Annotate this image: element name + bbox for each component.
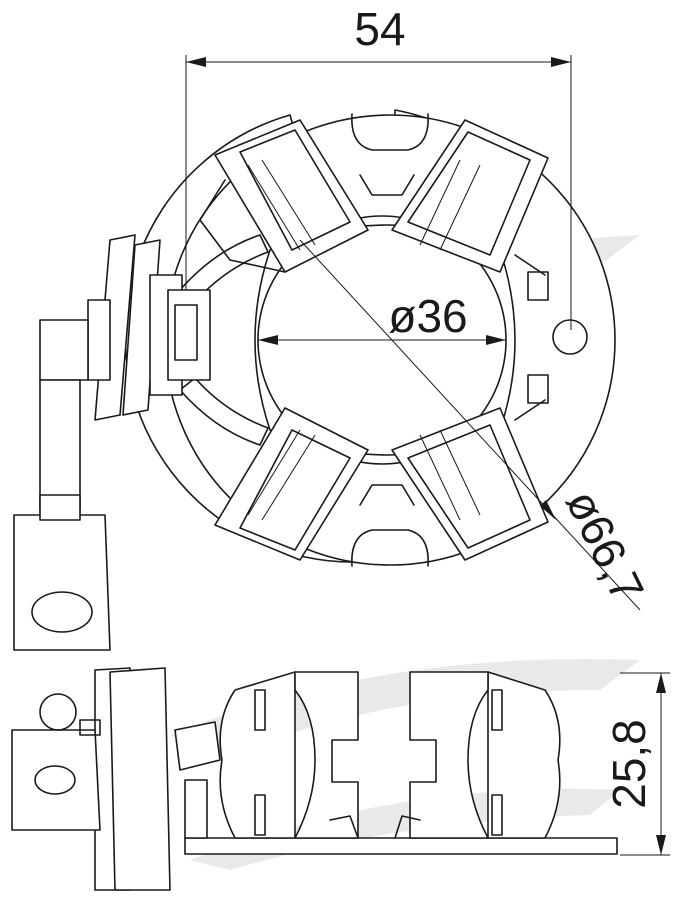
outer-diameter-label: ø66,7 [556, 482, 654, 611]
brush-box-top-right [391, 119, 549, 273]
center-right-clip [409, 671, 489, 839]
center-left-clip [294, 671, 359, 839]
housing-right [487, 671, 561, 839]
dimension-width: 54 [185, 3, 572, 330]
base-plate-side [184, 837, 618, 855]
top-view [13, 109, 616, 651]
top-rib [359, 174, 415, 196]
upper-clip [514, 254, 549, 301]
top-notch [351, 113, 429, 151]
brush-box-bottom-right [391, 407, 549, 561]
mounting-hole [552, 319, 588, 355]
housing-left [219, 671, 296, 839]
dimension-height: 25,8 [603, 672, 670, 856]
upper-wire-arm [179, 234, 269, 303]
bottom-rib [359, 484, 415, 506]
lower-clip [514, 374, 549, 421]
brush-box-top-left [199, 119, 369, 273]
bottom-notch [351, 529, 429, 567]
height-label: 25,8 [603, 719, 655, 809]
lower-wire-arm [179, 377, 269, 446]
brush-box-bottom-left [214, 407, 369, 561]
side-view [11, 667, 618, 891]
spring-arm-side [174, 721, 221, 771]
width-label: 54 [354, 3, 405, 55]
dimension-inner-diameter: ø36 [258, 290, 506, 345]
connector-assembly [13, 234, 211, 651]
inner-diameter-label: ø36 [388, 290, 467, 342]
